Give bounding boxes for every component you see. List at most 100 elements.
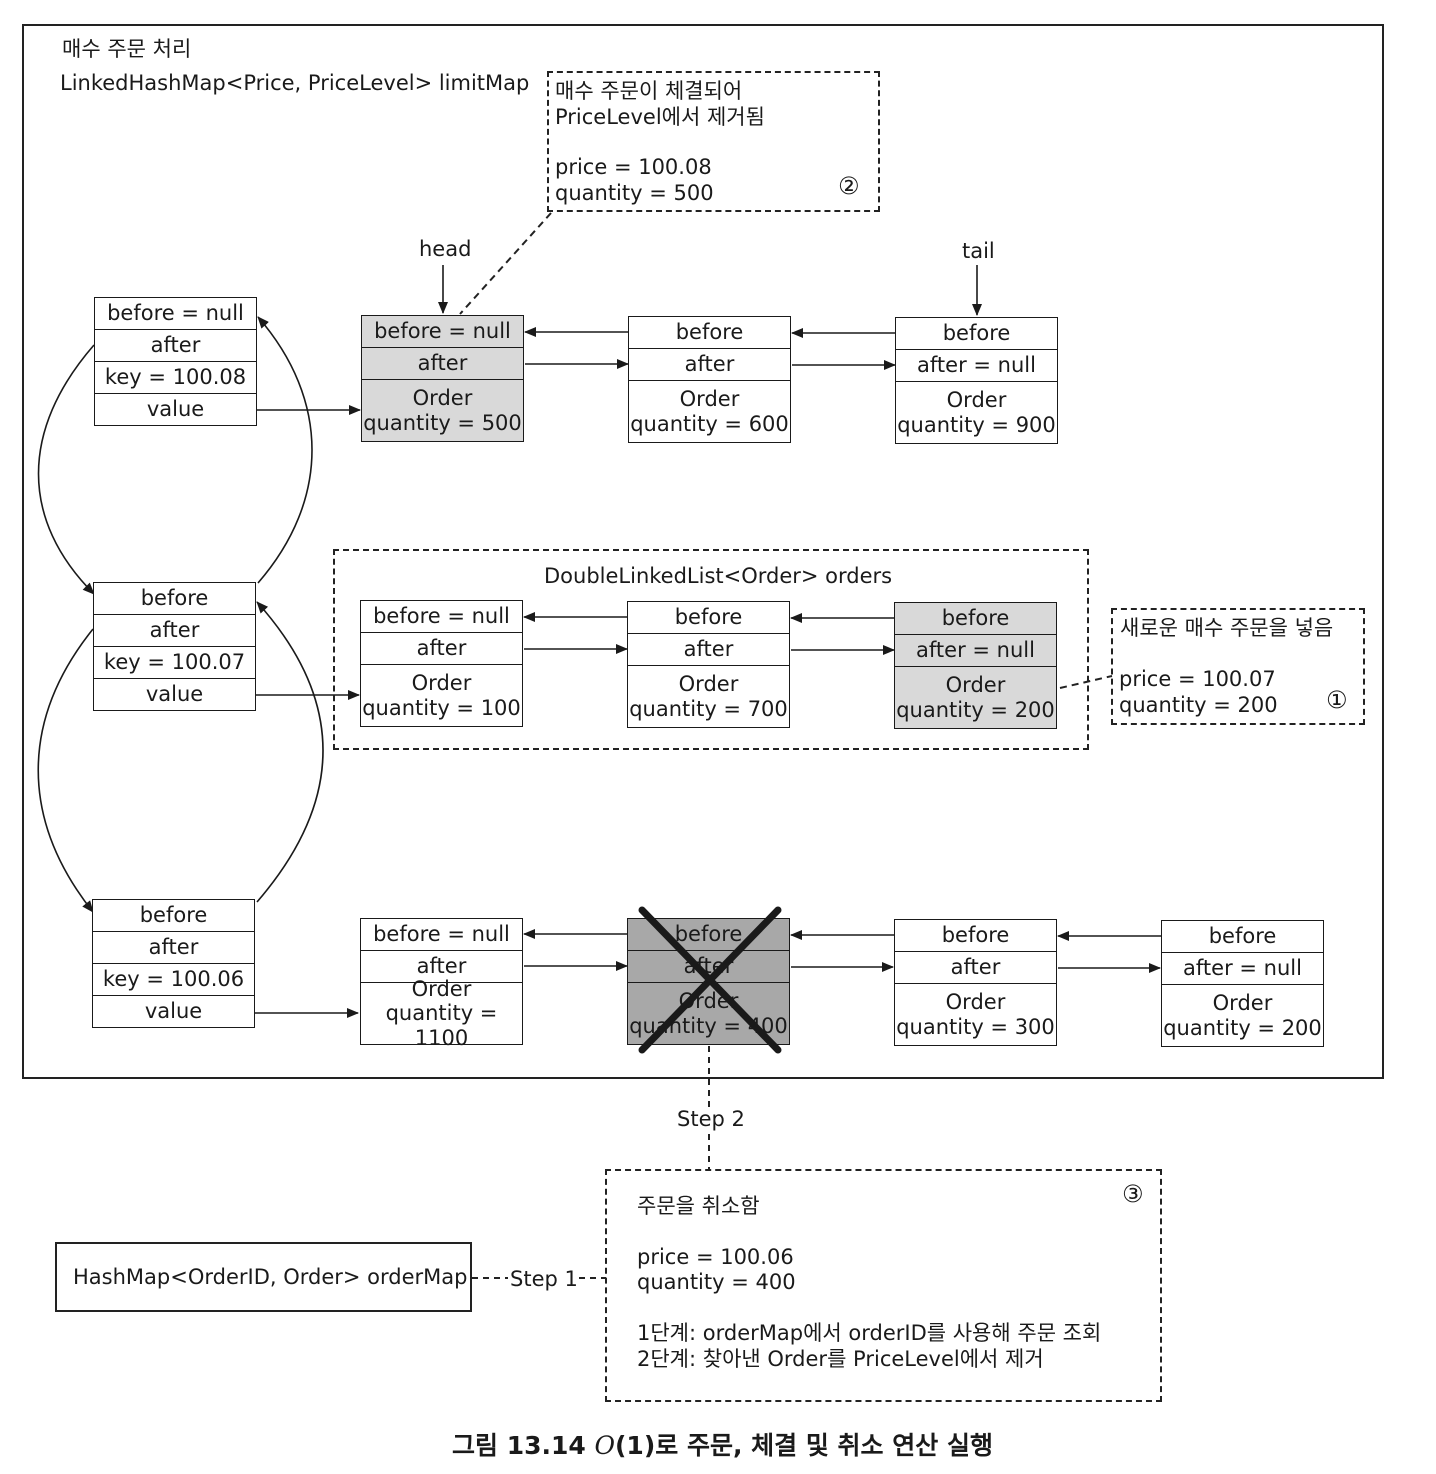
order-body: Order quantity = 600 [628,380,791,443]
step1-label: Step 1 [510,1267,578,1291]
callout-new-connector [1059,675,1113,689]
callout-filled-box [547,71,880,212]
order-quantity: quantity = 400 [629,1013,788,1038]
price-level-key: key = 100.06 [92,963,255,996]
order-label: Order [945,673,1006,698]
callout-cancel-quantity: quantity = 400 [637,1270,796,1294]
order-after: after [627,633,790,666]
order-quantity: quantity = 600 [630,411,789,436]
order-before: before [894,919,1057,952]
order-body: Order quantity = 100 [360,664,523,727]
tail-label: tail [962,239,995,263]
order-quantity: quantity = 700 [629,696,788,721]
order-before: before [628,316,791,349]
caption-rest: (1)로 주문, 체결 및 취소 연산 실행 [615,1431,993,1460]
order-quantity: quantity = 200 [896,697,1055,722]
callout-cancel-box [605,1169,1162,1402]
price-level-value: value [94,393,257,426]
order-after: after [627,950,790,983]
order-label: Order [679,387,740,412]
order-body: Order quantity = 200 [894,666,1057,729]
callout-cancel-line1: 주문을 취소함 [637,1194,760,1218]
callout-cancel-number: ③ [1122,1180,1144,1208]
price-level-after: after [93,614,256,647]
limit-map-frame [22,24,1384,1079]
callout-new-price: price = 100.07 [1119,667,1276,691]
price-level-value: value [93,678,256,711]
order-after: after [361,347,524,380]
order-quantity: quantity = 500 [363,410,522,435]
order-label: Order [946,388,1007,413]
callout-new-line1: 새로운 매수 주문을 넣음 [1120,616,1334,640]
order-body: Order quantity = 200 [1161,984,1324,1047]
order-body: Order quantity = 700 [627,665,790,728]
step2-label: Step 2 [677,1107,745,1131]
order-after: after [628,348,791,381]
order-label: Order [945,990,1006,1015]
price-level-key: key = 100.08 [94,361,257,394]
callout-cancel-step-b: 2단계: 찾아낸 Order를 PriceLevel에서 제거 [637,1347,1044,1371]
caption-prefix: 그림 13.14 [452,1431,586,1460]
callout-filled-line2: PriceLevel에서 제거됨 [555,105,765,129]
order-before: before [627,918,790,951]
price-level-before: before = null [94,297,257,330]
order-quantity: quantity = 1100 [385,1001,498,1050]
callout-filled-connector [459,212,552,315]
order-before: before [895,317,1058,350]
callout-filled-number: ② [838,172,860,200]
order-map-label: HashMap<OrderID, Order> orderMap [73,1265,468,1289]
order-before: before = null [360,918,523,951]
header-title: 매수 주문 처리 [62,37,192,61]
order-after: after [894,951,1057,984]
price-level-after: after [94,329,257,362]
order-label: Order [678,672,739,697]
limit-map-label: LinkedHashMap<Price, PriceLevel> limitMa… [60,71,530,95]
order-quantity: quantity = 300 [896,1014,1055,1039]
order-after: after = null [1161,952,1324,985]
order-quantity: quantity = 200 [1163,1015,1322,1040]
price-level-after: after [92,931,255,964]
price-level-key: key = 100.07 [93,646,256,679]
order-body: Order quantity = 1100 [360,977,523,1050]
price-level-value: value [92,995,255,1028]
double-linked-list-label: DoubleLinkedList<Order> orders [544,564,893,588]
order-body: Order quantity = 400 [627,982,790,1045]
callout-filled-price: price = 100.08 [555,155,712,179]
callout-new-quantity: quantity = 200 [1119,693,1278,717]
order-after: after [360,950,523,983]
order-before: before [1161,920,1324,953]
callout-new-box [1111,608,1365,725]
callout-new-number: ① [1326,686,1348,714]
head-label: head [419,237,472,261]
pricelevel-after-2to3 [37,628,94,913]
order-after: after = null [894,634,1057,667]
pricelevel-before-2to1 [257,316,313,584]
callout-filled-line1: 매수 주문이 체결되어 [555,79,743,103]
figure-caption: 그림 13.14 O(1)로 주문, 체결 및 취소 연산 실행 [452,1431,993,1461]
order-body: Order quantity = 500 [361,379,524,442]
callout-filled-quantity: quantity = 500 [555,181,714,205]
order-after: after = null [895,349,1058,382]
order-body: Order quantity = 900 [895,381,1058,444]
callout-cancel-step-a: 1단계: orderMap에서 orderID를 사용해 주문 조회 [637,1321,1102,1345]
double-linked-list-frame [333,549,1089,750]
order-label: Order [412,386,473,411]
order-label: Order [1212,991,1273,1016]
pricelevel-after-1to2 [37,344,95,595]
order-body: Order quantity = 300 [894,983,1057,1046]
caption-math: O [594,1431,616,1460]
order-before: before = null [361,315,524,348]
order-quantity: quantity = 900 [897,412,1056,437]
price-level-before: before [92,899,255,932]
order-after: after [360,632,523,665]
order-quantity: quantity = 100 [362,695,521,720]
order-label: Order [411,671,472,696]
callout-cancel-price: price = 100.06 [637,1245,794,1269]
price-level-before: before [93,582,256,615]
order-before: before [894,602,1057,635]
pricelevel-before-3to2 [256,601,324,903]
order-label: Order [411,977,472,1002]
order-map-box [55,1242,472,1312]
order-label: Order [678,989,739,1014]
